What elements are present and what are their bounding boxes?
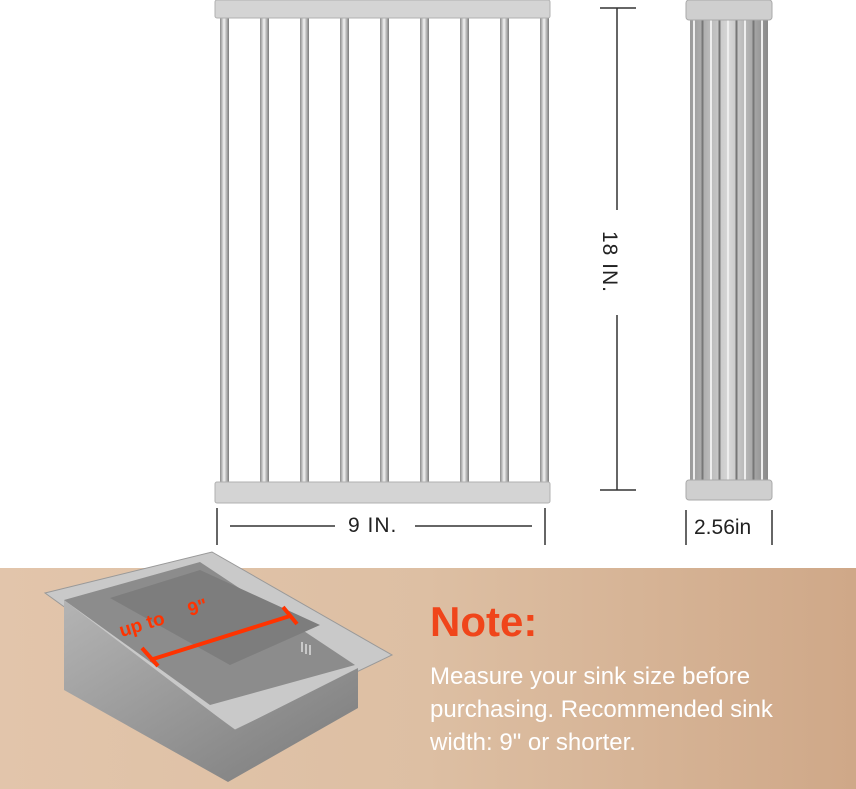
- rack-rod: [220, 10, 229, 490]
- rolled-diameter-label: 2.56in: [694, 516, 752, 539]
- rack-rod: [340, 10, 349, 490]
- note-body: Measure your sink size before purchasing…: [430, 663, 773, 756]
- rack-top-cap: [214, 0, 551, 19]
- dimension-lines: [216, 7, 773, 545]
- rack-rod: [300, 10, 309, 490]
- width-label: 9 IN.: [348, 514, 398, 537]
- rack-rod: [460, 10, 469, 490]
- sink-illustration: [43, 551, 394, 782]
- rolled-rack: [685, 0, 773, 501]
- flat-rack: [214, 0, 551, 504]
- note-title: Note:: [430, 598, 538, 645]
- rack-rod: [540, 10, 549, 490]
- rack-rod: [500, 10, 509, 490]
- rack-rod: [260, 10, 269, 490]
- rack-rod: [420, 10, 429, 490]
- rack-bottom-cap: [214, 481, 551, 504]
- length-label: 18 IN.: [598, 230, 622, 294]
- rack-rod: [380, 10, 389, 490]
